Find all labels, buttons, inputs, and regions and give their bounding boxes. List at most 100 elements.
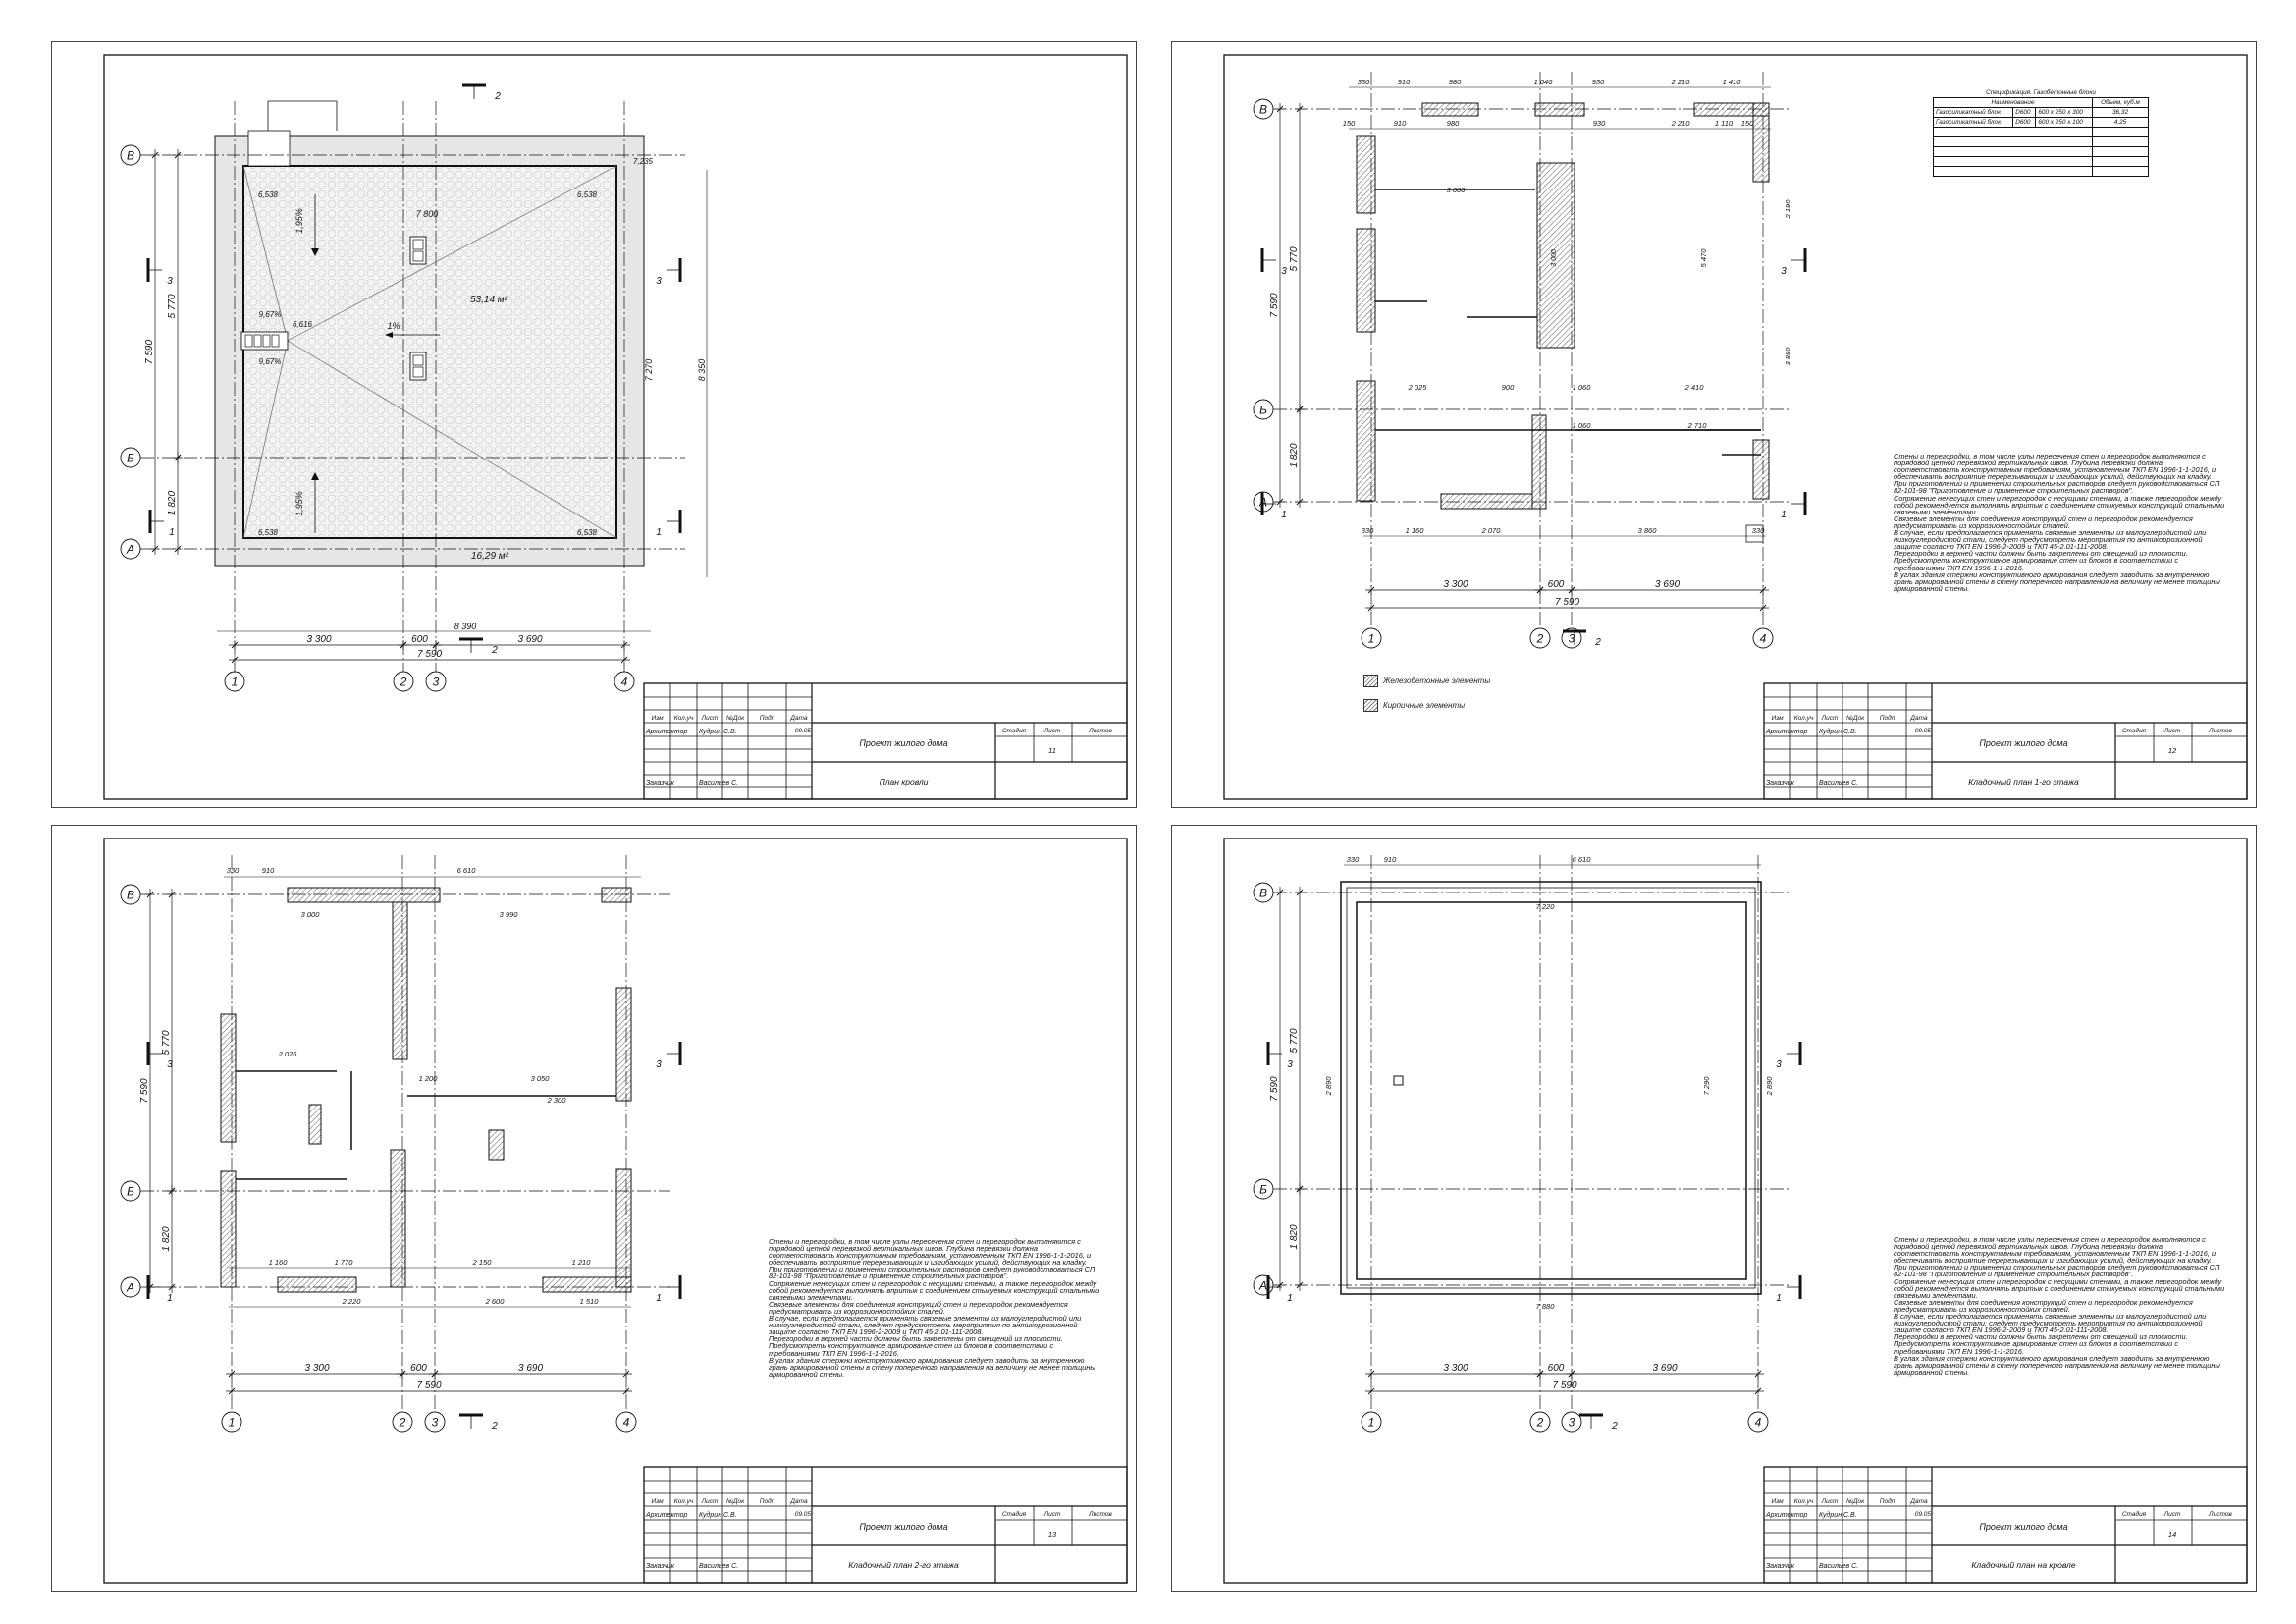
axis-bubble-1 xyxy=(224,671,245,692)
note-paragraph: Сопряжение ненесущих стен и перегородок … xyxy=(1894,493,2225,516)
flue-icon xyxy=(412,354,424,366)
legend-label: Железобетонные элементы xyxy=(1383,677,1491,685)
level-mark-parapet: 7,235 xyxy=(633,157,654,166)
dimension-label: 8 350 xyxy=(697,359,707,382)
dimension-label: 7 590 xyxy=(1269,1076,1280,1101)
note-paragraph: При приготовлении и применении строитель… xyxy=(1894,1263,2220,1279)
title-block-header: Изм xyxy=(651,1498,664,1505)
legend-label: Кирпичные элементы xyxy=(1383,701,1466,710)
dimension-label: 2 210 xyxy=(1671,78,1691,86)
note-paragraph: В случае, если предполагается применять … xyxy=(1894,528,2207,552)
title-block-header: Изм xyxy=(1771,715,1784,722)
masonry-wall xyxy=(390,1149,406,1288)
stage-label: Стадия xyxy=(2122,727,2147,734)
sheet-number: 14 xyxy=(2168,1530,2176,1539)
arrow-down-icon xyxy=(311,248,319,256)
slope-label: 1% xyxy=(387,321,400,331)
level-mark: 6,538 xyxy=(258,190,279,199)
axis-bubble-3-label: 3 xyxy=(1569,632,1575,646)
customer-role: Заказчик xyxy=(1766,780,1795,786)
masonry-wall xyxy=(601,887,632,903)
title-block xyxy=(643,1466,1128,1584)
flue-icon xyxy=(412,250,424,262)
chimney xyxy=(409,236,427,265)
inner-frame xyxy=(103,54,1128,800)
dimension-label: 3 860 xyxy=(1638,526,1658,535)
axis-bubble-row-label: Б xyxy=(127,1185,134,1199)
dimension-label: 600 xyxy=(1548,1363,1565,1374)
axis-bubble-4 xyxy=(615,1411,637,1433)
note-paragraph: Перегородки в верхней части должны быть … xyxy=(769,1334,1063,1344)
dimension-label: 2 150 xyxy=(472,1258,493,1267)
spec-cell: 36,32 xyxy=(2092,107,2149,118)
section-label: 3 xyxy=(1281,266,1287,277)
title-block-header: Лист xyxy=(1821,715,1839,722)
spec-cell: 4,25 xyxy=(2092,117,2149,128)
dimension-label: 2 710 xyxy=(1687,421,1708,430)
section-label: 3 xyxy=(1776,1059,1782,1070)
dimension-label: 1 200 xyxy=(419,1074,439,1083)
dimension-label: 7 220 xyxy=(1536,902,1556,911)
note-paragraph: В углах здания стержни конструктивного а… xyxy=(769,1355,1095,1379)
section-label: 2 xyxy=(494,91,501,102)
axis-bubble-1 xyxy=(1361,627,1382,649)
sheets-label: Листов xyxy=(2208,728,2232,734)
note-paragraph: Связевые элементы для соединения констру… xyxy=(1894,1297,2193,1314)
note-paragraph: Стены и перегородки, в том числе узлы пе… xyxy=(1894,1235,2216,1266)
axis-bubble-3-label: 3 xyxy=(433,676,440,689)
axis-bubble-3 xyxy=(424,1411,446,1433)
legend: Железобетонные элементы Кирпичные элемен… xyxy=(1363,675,1490,724)
dimension-label: 600 xyxy=(1548,579,1565,590)
level-mark: 6,538 xyxy=(577,190,598,199)
sheet-label: Лист xyxy=(1043,1511,1061,1518)
axis-bubble-1-label: 1 xyxy=(232,676,239,689)
spec-cell: 600 x 250 x 300 xyxy=(2035,107,2093,118)
axis-bubble-row-label: Б xyxy=(127,452,134,465)
axis-bubble-4 xyxy=(1747,1411,1769,1433)
dimension-label: 930 xyxy=(1593,119,1606,128)
title-block-header: Подп xyxy=(1880,1497,1896,1505)
title-block-header: №Док xyxy=(726,715,745,722)
title-block-header: Изм xyxy=(651,715,664,722)
masonry-wall xyxy=(1356,135,1376,214)
axis-bubble-row-label: А xyxy=(126,1281,134,1295)
hatch-swatch-icon xyxy=(1363,675,1378,687)
dimension-label: 910 xyxy=(262,866,275,875)
column-marker xyxy=(1745,524,1764,543)
slope-label: 1,95% xyxy=(294,491,304,516)
dimension-label: 2 890 xyxy=(1324,1076,1333,1097)
chimney xyxy=(409,352,427,381)
dimension-label: 1 210 xyxy=(572,1258,592,1267)
axis-bubble-1 xyxy=(221,1411,242,1433)
date: 09.05 xyxy=(795,1511,812,1518)
masonry-wall xyxy=(220,1013,237,1143)
dimension-label: 1 510 xyxy=(580,1297,600,1306)
customer-role: Заказчик xyxy=(646,1563,675,1570)
masonry-wall xyxy=(277,1276,357,1293)
section-label: 1 xyxy=(1776,1293,1782,1304)
stage-label: Стадия xyxy=(1002,1510,1027,1518)
dimension-label: 1 770 xyxy=(335,1258,354,1267)
note-paragraph: Сопряжение ненесущих стен и перегородок … xyxy=(1894,1276,2225,1300)
parapet-outer xyxy=(1340,881,1762,1295)
section-label: 2 xyxy=(491,1421,498,1432)
axis-bubble-3 xyxy=(1561,1411,1582,1433)
dimension-label: 2 025 xyxy=(1408,383,1428,392)
general-notes: Стены и перегородки, в том числе узлы пе… xyxy=(769,1238,1102,1378)
axis-bubble-3-label: 3 xyxy=(432,1416,439,1430)
dimension-label: 7 590 xyxy=(417,649,442,660)
title-block-header: Подп xyxy=(760,1497,775,1505)
wall-annotation: 3 000 xyxy=(1551,249,1558,267)
dimension-label: 3 990 xyxy=(500,910,519,919)
dimension-label: 2 410 xyxy=(1684,383,1705,392)
title-block xyxy=(643,682,1128,800)
spec-cell: Газосиликатный блок xyxy=(1932,107,2014,118)
customer-name: Васильев С. xyxy=(1819,780,1858,786)
sheet-label: Лист xyxy=(2163,1511,2181,1518)
axis-bubble-2-label: 2 xyxy=(1536,632,1544,646)
section-label: 2 xyxy=(1594,637,1601,648)
axis-bubble-2-label: 2 xyxy=(399,1416,406,1430)
dimension-label: 3 690 xyxy=(1655,579,1680,590)
